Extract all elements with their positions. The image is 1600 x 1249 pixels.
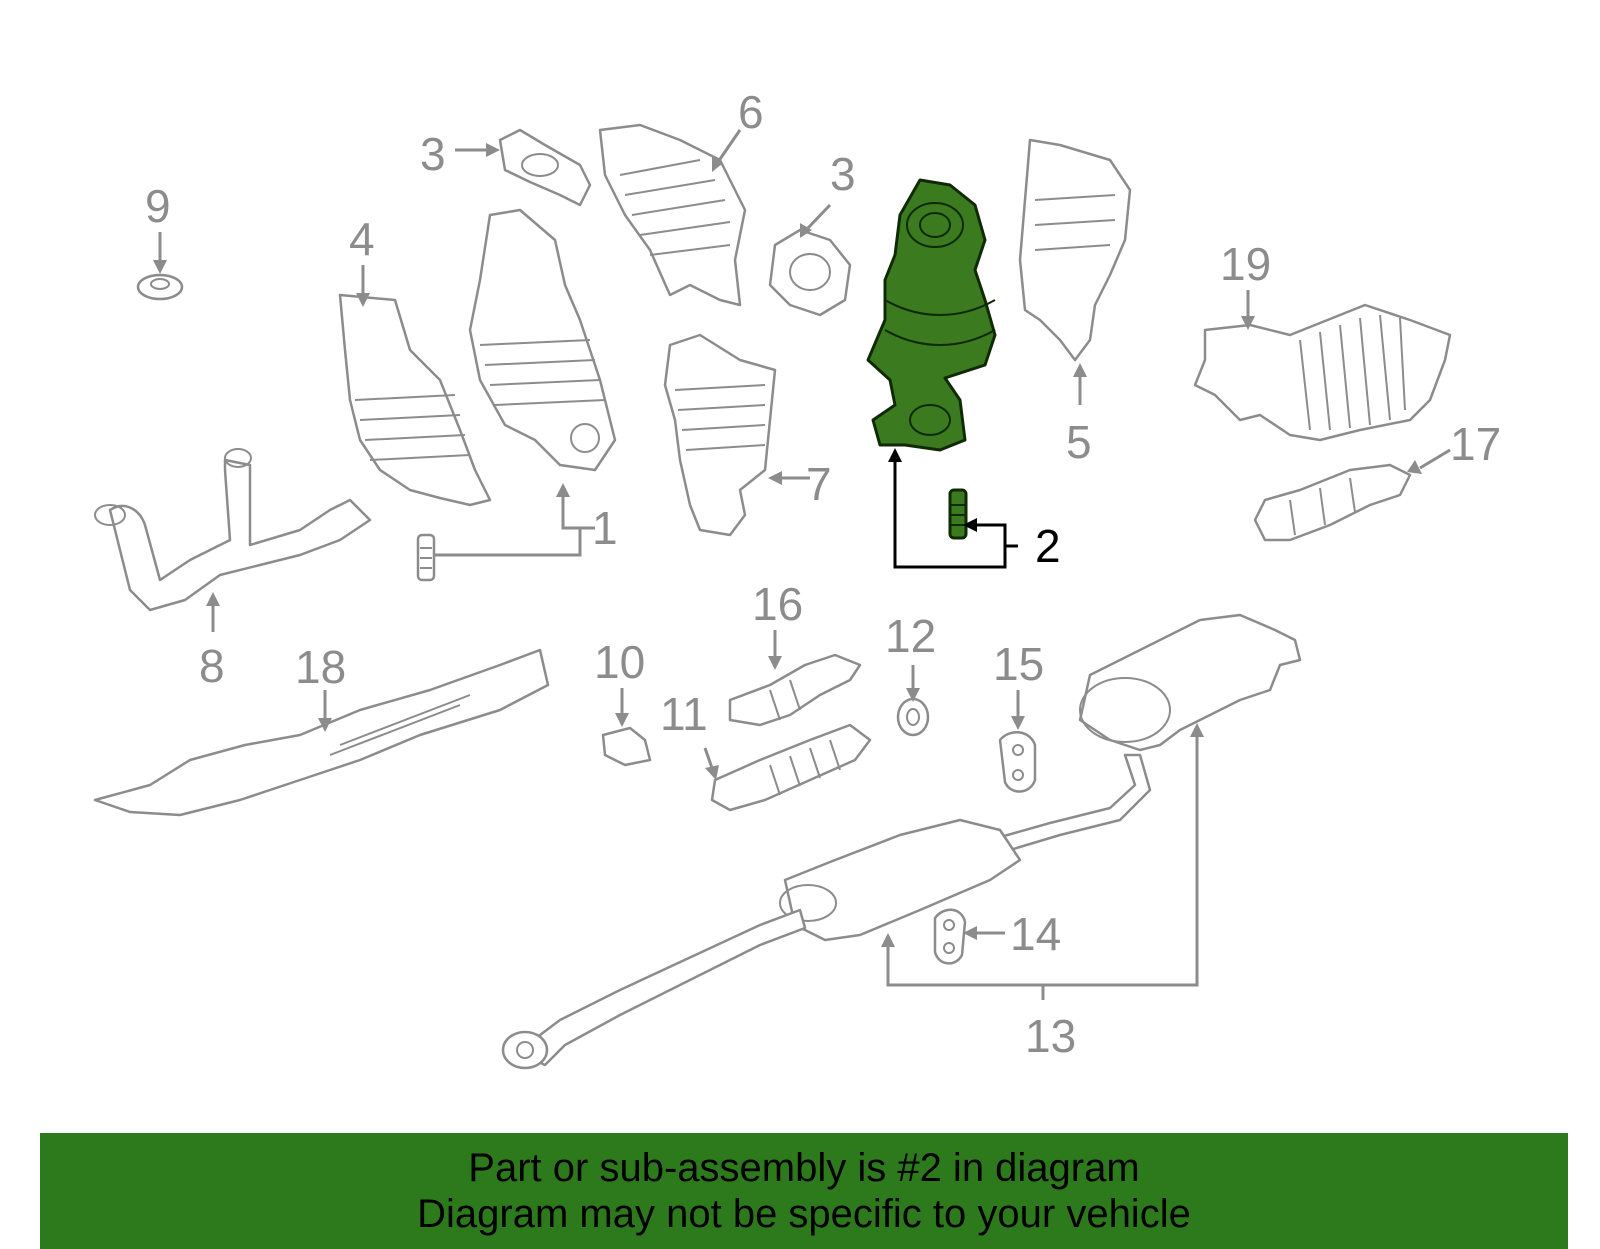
- callout-19: 19: [1220, 238, 1271, 290]
- leader-11: [703, 747, 714, 769]
- info-banner: Part or sub-assembly is #2 in diagram Di…: [40, 1133, 1568, 1249]
- part-12-grommet[interactable]: [896, 697, 930, 737]
- leader-17: [1419, 448, 1451, 470]
- arrow-8: [206, 592, 220, 606]
- part-6-heat-shield-upper[interactable]: [598, 123, 747, 307]
- part-17-heat-shield[interactable]: [1253, 463, 1412, 542]
- part-9-washer[interactable]: [136, 273, 184, 301]
- leader-6: [716, 129, 742, 163]
- arrow-9: [153, 260, 167, 274]
- arrow-13b: [1190, 723, 1204, 737]
- arrow-3a: [486, 143, 500, 157]
- arrow-11: [705, 765, 719, 780]
- part-18-heat-shield[interactable]: [93, 648, 550, 817]
- callout-8: 8: [199, 640, 225, 692]
- callout-7: 7: [806, 458, 832, 510]
- callout-6: 6: [738, 86, 764, 138]
- part-4-heat-shield[interactable]: [338, 293, 492, 507]
- part-5-heat-shield[interactable]: [1018, 138, 1132, 362]
- part-19-heat-shield[interactable]: [1193, 303, 1452, 442]
- arrow-2b: [963, 518, 977, 532]
- callout-16: 16: [752, 578, 803, 630]
- banner-line-2: Diagram may not be specific to your vehi…: [417, 1192, 1191, 1236]
- leader-2: [893, 460, 1007, 569]
- arrow-15: [1011, 716, 1025, 730]
- leader-1: [430, 495, 582, 557]
- arrow-14: [963, 926, 977, 940]
- arrow-3b: [800, 223, 812, 238]
- part-3-gasket-left[interactable]: [498, 128, 592, 207]
- arrow-10: [615, 713, 629, 727]
- callout-3a: 3: [420, 128, 446, 180]
- part-8-front-pipe[interactable]: [94, 448, 372, 612]
- callout-17: 17: [1450, 418, 1501, 470]
- callout-13: 13: [1025, 1010, 1076, 1062]
- part-2-bolt[interactable]: [948, 488, 968, 540]
- part-2-catalytic-converter-highlighted[interactable]: [866, 178, 997, 452]
- arrow-17: [1407, 460, 1422, 474]
- callout-12: 12: [885, 610, 936, 662]
- part-10-clip[interactable]: [601, 726, 652, 767]
- leader-3b: [806, 203, 832, 230]
- callout-4: 4: [349, 213, 375, 265]
- callout-18: 18: [295, 641, 346, 693]
- arrow-19: [1241, 316, 1255, 330]
- part-1-catalytic-converter[interactable]: [468, 208, 617, 472]
- banner-line-1: Part or sub-assembly is #2 in diagram: [468, 1146, 1140, 1190]
- part-16-converter[interactable]: [728, 653, 862, 727]
- callout-9: 9: [145, 180, 171, 232]
- arrow-16: [768, 656, 782, 670]
- arrow-5: [1073, 363, 1087, 377]
- arrow-1a: [556, 483, 570, 497]
- callout-5: 5: [1066, 416, 1092, 468]
- callout-1: 1: [592, 502, 618, 554]
- arrow-12: [906, 688, 920, 702]
- callout-14: 14: [1010, 908, 1061, 960]
- part-1-stud[interactable]: [416, 533, 436, 582]
- part-11-converter[interactable]: [710, 723, 872, 812]
- arrow-6: [712, 156, 722, 172]
- part-7-heat-shield[interactable]: [663, 333, 777, 537]
- callout-15: 15: [993, 638, 1044, 690]
- callout-11: 11: [660, 688, 708, 740]
- arrow-18: [318, 718, 332, 732]
- callout-2: 2: [1035, 520, 1061, 572]
- callout-3b: 3: [830, 148, 856, 200]
- callout-10: 10: [594, 636, 645, 688]
- arrow-4: [356, 293, 370, 307]
- part-13-muffler-assembly[interactable]: [501, 613, 1302, 1070]
- arrow-2a: [888, 448, 902, 462]
- part-14-hanger[interactable]: [933, 908, 967, 965]
- part-15-hanger[interactable]: [998, 731, 1037, 793]
- arrow-13a: [881, 933, 895, 947]
- arrow-7: [768, 471, 782, 485]
- part-3-gasket-right[interactable]: [768, 228, 852, 317]
